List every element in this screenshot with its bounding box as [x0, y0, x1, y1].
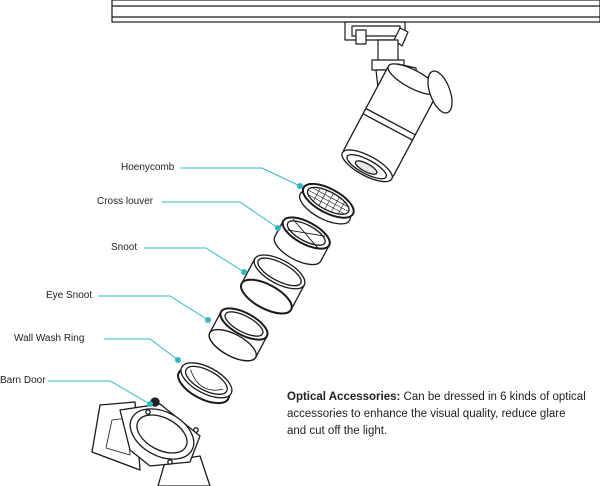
- leader-dot-eye-snoot: [205, 317, 211, 323]
- leader-dot-honeycomb: [297, 183, 303, 189]
- leader-dot-snoot: [241, 269, 247, 275]
- leader-wall-wash-ring: [104, 338, 179, 361]
- label-eye-snoot: Eye Snoot: [46, 290, 93, 301]
- label-wall-wash-ring: Wall Wash Ring: [14, 333, 85, 344]
- wall-wash-ring-accessory: [177, 362, 233, 405]
- leader-honeycomb: [180, 167, 301, 187]
- cross-louver-accessory: [273, 216, 331, 266]
- label-cross-louver: Cross louver: [97, 196, 154, 207]
- leader-snoot: [144, 247, 245, 273]
- leader-dot-cross-louver: [275, 225, 281, 231]
- leader-dot-barn-door: [147, 401, 153, 407]
- honeycomb-accessory: [298, 182, 355, 225]
- leader-barn-door: [48, 380, 151, 405]
- description-body: Can be dressed in 6 kinds of optical acc…: [287, 391, 586, 437]
- spotlight-head: [341, 63, 453, 183]
- label-honeycomb: Hoenycomb: [121, 162, 175, 173]
- leader-lines: [48, 167, 301, 405]
- snoot-accessory: [240, 254, 306, 315]
- track-rail: [111, 0, 600, 23]
- label-barn-door: Barn Door: [0, 375, 46, 386]
- leader-cross-louver: [162, 201, 279, 229]
- eye-snoot-accessory: [208, 307, 269, 362]
- label-snoot: Snoot: [111, 242, 138, 253]
- leader-dot-wall-wash-ring: [175, 357, 181, 363]
- description-heading: Optical Accessories:: [287, 391, 401, 403]
- leader-dots: [147, 183, 303, 407]
- barn-door-accessory: [91, 397, 211, 486]
- leader-eye-snoot: [98, 295, 209, 321]
- optical-accessories-description: Optical Accessories: Can be dressed in 6…: [287, 389, 587, 440]
